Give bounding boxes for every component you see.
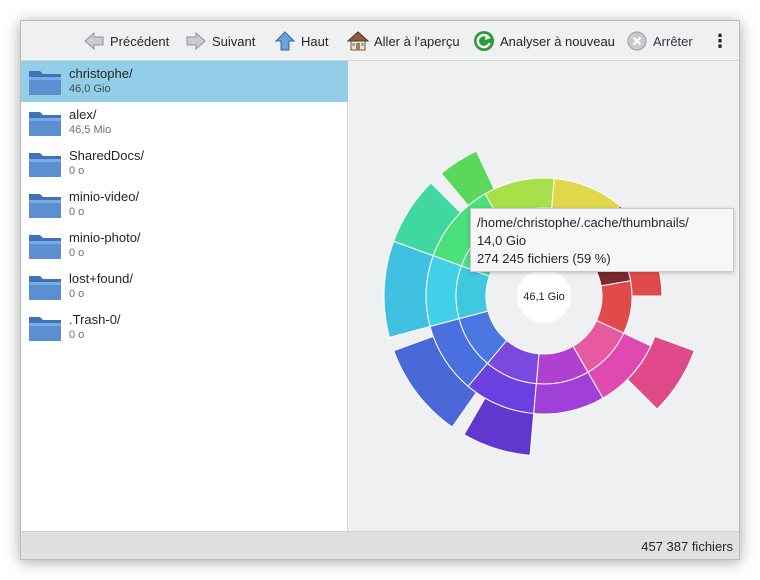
back-label: Précédent: [110, 33, 170, 49]
folder-item[interactable]: minio-photo/ 0 o: [21, 225, 348, 266]
tooltip-path: /home/christophe/.cache/thumbnails/: [477, 215, 689, 230]
rescan-label: Analyser à nouveau: [500, 33, 615, 49]
folder-size: 0 o: [69, 247, 85, 259]
map-segment[interactable]: [626, 335, 695, 410]
folder-icon: [29, 112, 61, 136]
center-circle[interactable]: [517, 269, 571, 323]
rescan-button[interactable]: Analyser à nouveau: [473, 29, 615, 53]
center-size-label: 46,1 Gio: [523, 291, 565, 303]
radial-map[interactable]: 46,1 Gio: [349, 61, 739, 531]
folder-name: alex/: [69, 107, 97, 122]
folder-name: minio-video/: [69, 189, 140, 204]
segment-tooltip: /home/christophe/.cache/thumbnails/ 14,0…: [470, 208, 734, 272]
folder-list: christophe/ 46,0 Gio alex/ 46,5 Mio Shar…: [21, 61, 348, 531]
folder-icon: [29, 194, 61, 218]
folder-icon: [29, 235, 61, 259]
folder-size: 0 o: [69, 206, 85, 218]
folder-item[interactable]: alex/ 46,5 Mio: [21, 102, 348, 143]
folder-item[interactable]: minio-video/ 0 o: [21, 184, 348, 225]
folder-name: minio-photo/: [69, 230, 141, 245]
stop-icon: [626, 30, 648, 52]
tooltip-files: 274 245 fichiers (59 %): [477, 251, 611, 266]
folder-icon: [29, 317, 61, 341]
overview-button[interactable]: Aller à l'aperçu: [347, 29, 460, 53]
map-segment[interactable]: [440, 150, 495, 207]
folder-icon: [29, 276, 61, 300]
folder-icon: [29, 71, 61, 95]
back-button[interactable]: Précédent: [83, 29, 169, 53]
folder-item[interactable]: .Trash-0/ 0 o: [21, 307, 348, 348]
filelight-window: Précédent Suivant Haut: [20, 20, 740, 560]
arrow-left-icon: [83, 30, 105, 52]
overview-label: Aller à l'aperçu: [374, 33, 460, 49]
folder-size: 46,5 Mio: [69, 124, 112, 136]
folder-size: 0 o: [69, 288, 85, 300]
stop-button[interactable]: Arrêter: [626, 29, 693, 53]
forward-button[interactable]: Suivant: [185, 29, 255, 53]
stop-label: Arrêter: [653, 33, 693, 49]
folder-size: 46,0 Gio: [69, 83, 111, 95]
forward-label: Suivant: [212, 33, 256, 49]
map-segment[interactable]: [533, 371, 604, 415]
refresh-icon: [473, 30, 495, 52]
map-segment[interactable]: [383, 240, 434, 339]
toolbar: Précédent Suivant Haut: [21, 21, 739, 61]
folder-size: 0 o: [69, 165, 85, 177]
status-bar: 457 387 fichiers: [21, 531, 739, 559]
radial-map-view: 46,1 Gio: [349, 61, 739, 531]
file-count: 457 387 fichiers: [641, 539, 733, 554]
folder-name: lost+found/: [69, 271, 133, 286]
folder-item[interactable]: lost+found/ 0 o: [21, 266, 348, 307]
folder-item[interactable]: SharedDocs/ 0 o: [21, 143, 348, 184]
folder-name: christophe/: [69, 66, 133, 81]
folder-name: SharedDocs/: [69, 148, 145, 163]
arrow-up-icon: [274, 30, 296, 52]
home-icon: [347, 30, 369, 52]
folder-icon: [29, 153, 61, 177]
arrow-right-icon: [185, 30, 207, 52]
up-button[interactable]: Haut: [274, 29, 328, 53]
kebab-menu-icon[interactable]: ⋮: [711, 30, 729, 51]
up-label: Haut: [301, 33, 329, 49]
folder-item[interactable]: christophe/ 46,0 Gio: [21, 61, 348, 102]
tooltip-size: 14,0 Gio: [477, 233, 527, 248]
folder-name: .Trash-0/: [69, 312, 121, 327]
map-segment[interactable]: [463, 397, 535, 456]
folder-size: 0 o: [69, 329, 85, 341]
map-segment[interactable]: [425, 255, 462, 328]
map-segment[interactable]: [393, 182, 462, 257]
map-segment[interactable]: [393, 335, 478, 428]
